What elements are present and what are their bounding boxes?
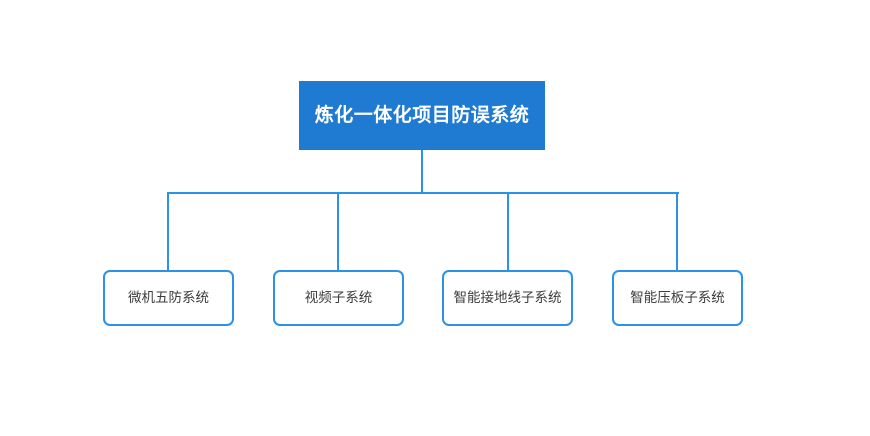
root-node-label: 炼化一体化项目防误系统 (314, 105, 530, 126)
child-node-3-label: 智能接地线子系统 (453, 290, 562, 306)
connector-drop-3 (507, 192, 509, 271)
child-node-3[interactable]: 智能接地线子系统 (442, 270, 573, 326)
connector-drop-2 (337, 192, 339, 271)
connector-stem (421, 150, 423, 194)
connector-drop-4 (676, 192, 678, 271)
child-node-4-label: 智能压板子系统 (630, 290, 725, 306)
child-node-4[interactable]: 智能压板子系统 (612, 270, 743, 326)
child-node-2[interactable]: 视频子系统 (273, 270, 404, 326)
root-node[interactable]: 炼化一体化项目防误系统 (299, 81, 545, 150)
connector-drop-1 (167, 192, 169, 271)
child-node-1[interactable]: 微机五防系统 (103, 270, 234, 326)
connector-horizontal-bus (168, 192, 679, 194)
child-node-1-label: 微机五防系统 (128, 290, 209, 306)
child-node-2-label: 视频子系统 (304, 290, 373, 306)
